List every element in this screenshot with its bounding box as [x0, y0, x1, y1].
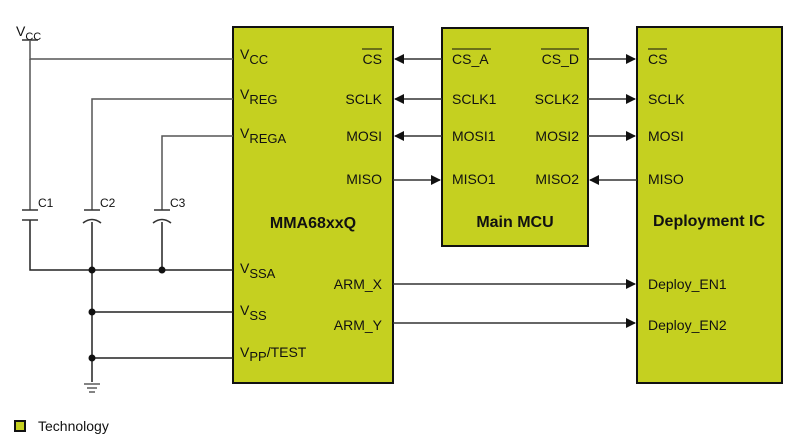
sensor-pin-vcc: VCC [240, 46, 268, 67]
mcu-pin-miso2: MISO2 [535, 171, 579, 187]
c1-bottom-wire [29, 220, 233, 271]
sensor-block [232, 26, 394, 384]
deploy-pin-mosi: MOSI [648, 128, 684, 144]
vreg-wire [91, 98, 233, 210]
deploy-pin-miso: MISO [648, 171, 684, 187]
sensor-pin-arm-y: ARM_Y [334, 317, 383, 333]
deploy-pin-sclk: SCLK [648, 91, 685, 107]
sensor-pin-sclk: SCLK [345, 91, 382, 107]
ground-icon [84, 383, 100, 393]
junction-dot [88, 354, 96, 362]
legend-label: Technology [38, 418, 109, 434]
deploy-block [636, 26, 783, 384]
mcu-pin-sclk1: SCLK1 [452, 91, 497, 107]
c2-label: C2 [100, 196, 116, 210]
c3-label: C3 [170, 196, 186, 210]
vrega-wire [161, 135, 233, 210]
mcu-pin-sclk2: SCLK2 [535, 91, 580, 107]
sensor-pin-vpp-test: VPP/TEST [240, 344, 307, 364]
mcu-block [441, 27, 589, 247]
sensor-pin-miso: MISO [346, 171, 382, 187]
sensor-pin-cs: CS [363, 51, 382, 67]
deploy-title: Deployment IC [653, 213, 765, 230]
deploy-pin-en1: Deploy_EN1 [648, 276, 727, 292]
mcu-pin-miso1: MISO1 [452, 171, 496, 187]
sensor-pin-vrega: VREGA [240, 125, 287, 146]
c1-label: C1 [38, 196, 54, 210]
mcu-title: Main MCU [476, 214, 553, 231]
c2-plate-curved [82, 218, 102, 224]
sensor-pin-arm-x: ARM_X [334, 276, 383, 292]
vcc-wire [29, 40, 233, 60]
sensor-pin-vss: VSS [240, 302, 267, 323]
mcu-pin-mosi1: MOSI1 [452, 128, 496, 144]
junction-dot [88, 308, 96, 316]
junction-dot [158, 266, 166, 274]
legend: Technology [14, 418, 109, 434]
c3-plate-curved [152, 218, 172, 224]
sensor-pin-vreg: VREG [240, 86, 278, 107]
deploy-pin-cs: CS [648, 51, 667, 67]
sensor-title: MMA68xxQ [270, 215, 356, 232]
mcu-pin-mosi2: MOSI2 [535, 128, 579, 144]
mcu-pin-cs-a: CS_A [452, 51, 489, 67]
junction-dot [88, 266, 96, 274]
sensor-pin-mosi: MOSI [346, 128, 382, 144]
mcu-pin-cs-d: CS_D [542, 51, 579, 67]
sensor-pin-vssa: VSSA [240, 260, 276, 281]
deploy-pin-en2: Deploy_EN2 [648, 317, 727, 333]
legend-swatch-icon [14, 420, 26, 432]
